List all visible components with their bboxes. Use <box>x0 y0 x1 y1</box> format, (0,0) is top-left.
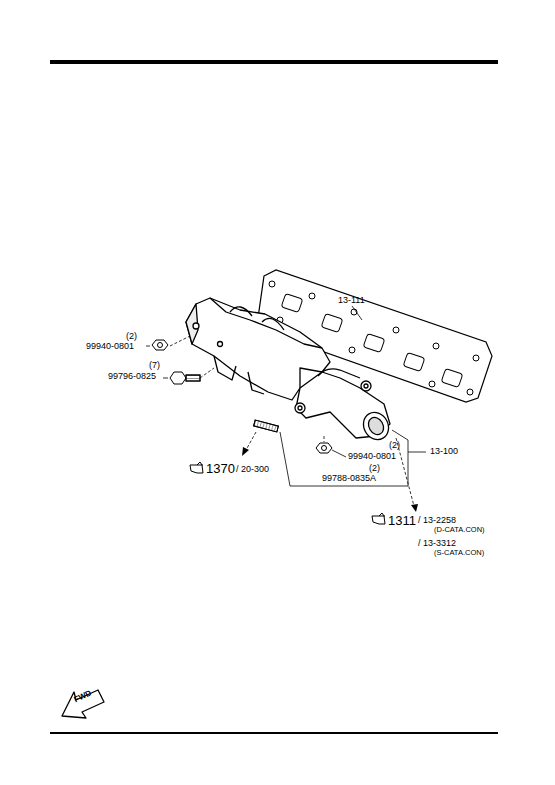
reference-number: 1370 <box>206 462 235 475</box>
quantity: (7) <box>149 361 160 370</box>
part-number: 99940-0801 <box>86 342 134 351</box>
part-number: 99796-0825 <box>108 372 156 381</box>
reference-note: (D-CATA.CON) <box>434 526 485 534</box>
quantity: (2) <box>126 332 137 341</box>
part-number: 99788-0835A <box>322 474 376 483</box>
reference-number: 1311 <box>388 514 416 527</box>
part-number: 99940-0801 <box>348 452 396 461</box>
part-number: 13-100 <box>430 447 458 456</box>
quantity: (2) <box>369 464 380 473</box>
reference-page: / 13-2258 <box>418 516 456 525</box>
reference-page: / 20-300 <box>236 465 269 474</box>
reference-note: (S-CATA.CON) <box>434 549 484 557</box>
part-number: 13-111 <box>338 296 365 305</box>
quantity: (2) <box>389 441 400 450</box>
reference-page: / 13-3312 <box>418 539 456 548</box>
